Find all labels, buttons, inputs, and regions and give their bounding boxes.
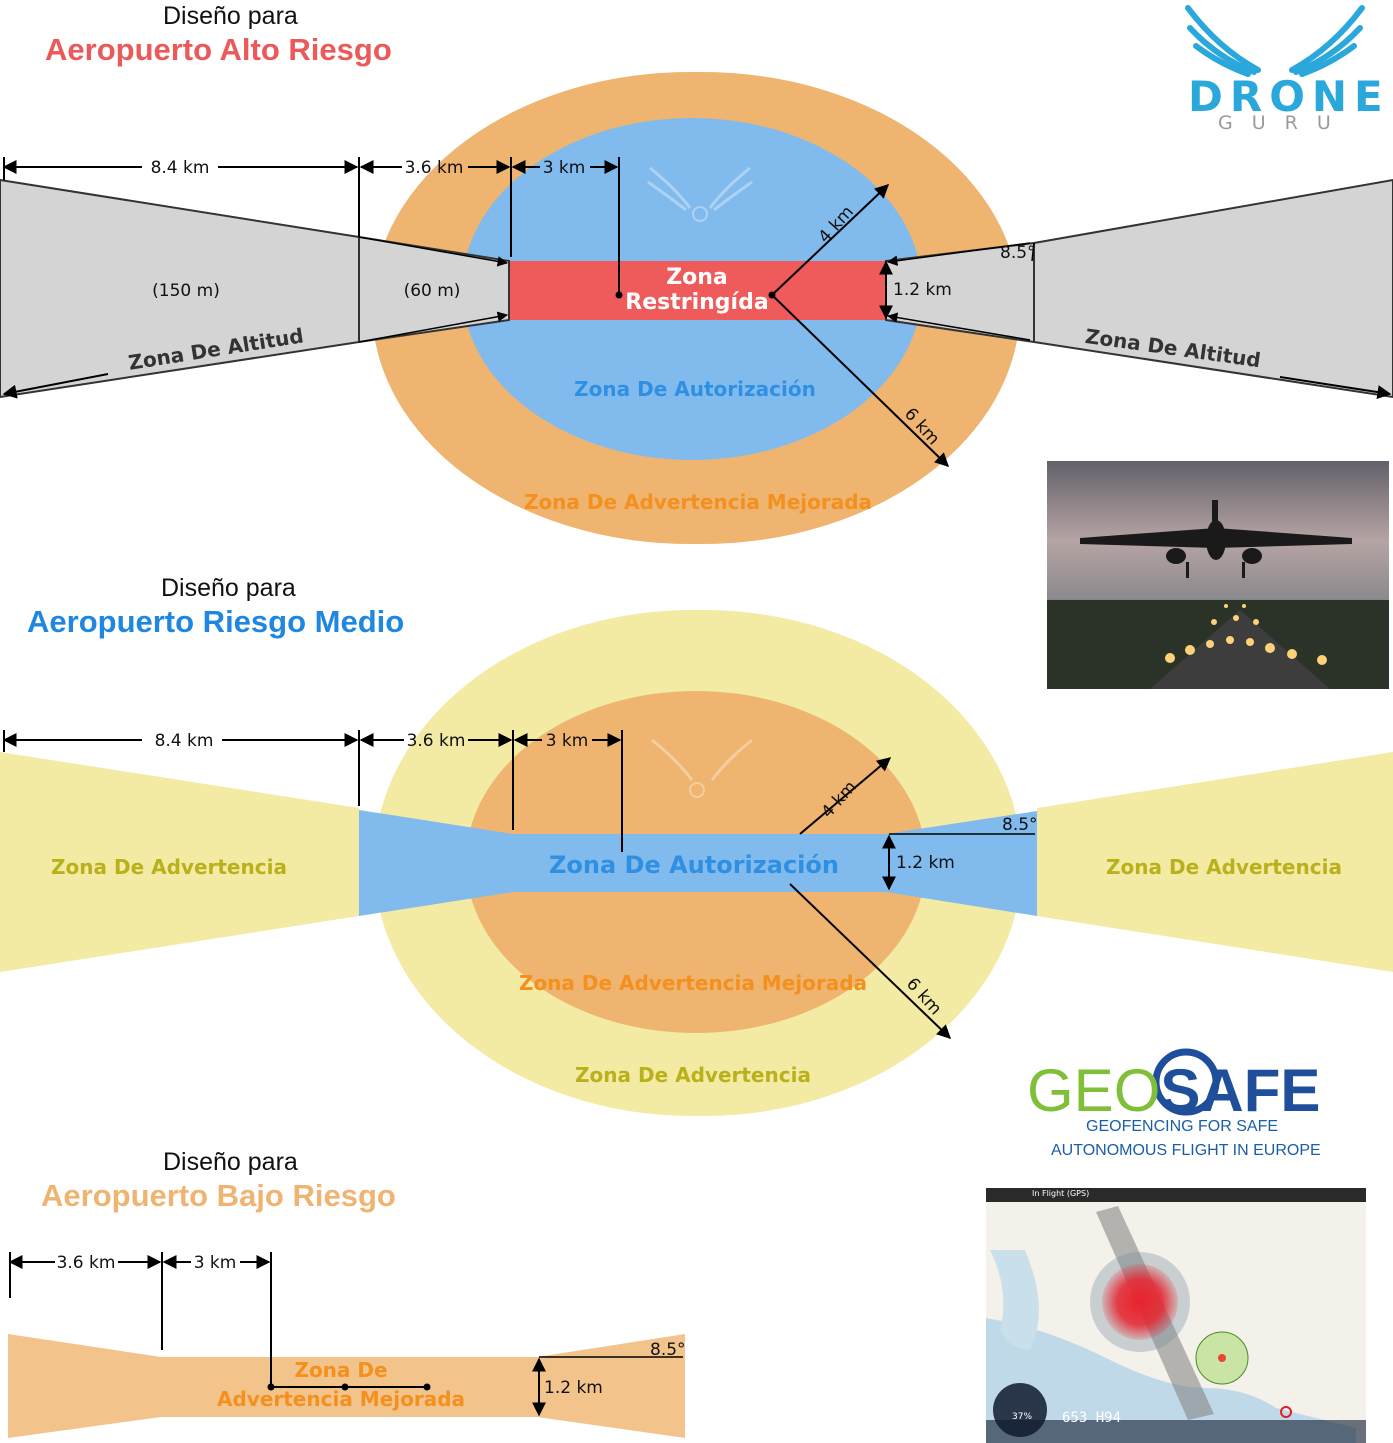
medium-title: Aeropuerto Riesgo Medio <box>27 604 405 639</box>
aircraft-marker-icon <box>1218 1354 1226 1362</box>
geosafe-logo: GEOSAFE <box>1027 1060 1320 1122</box>
medium-dim-8-4: 8.4 km <box>155 731 214 751</box>
map-altitude: 653 H94 <box>1062 1410 1122 1426</box>
low-enhanced-label-2: Advertencia Mejorada <box>217 1387 465 1411</box>
medium-authorization-label: Zona De Autorización <box>549 851 839 879</box>
high-title: Aeropuerto Alto Riesgo <box>45 32 392 67</box>
medium-angle: 8.5° <box>1002 815 1038 835</box>
low-enhanced-label-1: Zona De <box>294 1358 387 1382</box>
geosafe-safe: SAFE <box>1160 1057 1321 1124</box>
high-enhanced-warning-label: Zona De Advertencia Mejorada <box>524 490 872 514</box>
high-height-60: (60 m) <box>404 281 461 301</box>
geosafe-subtitle-2: AUTONOMOUS FLIGHT IN EUROPE <box>1051 1142 1321 1159</box>
medium-risk-diagram: 8.4 km 3.6 km 3 km 4 km 6 km 1.2 km 8.5°… <box>0 610 1393 1116</box>
medium-authorization-zone <box>359 810 1037 916</box>
geosafe-s-icon <box>1152 1048 1220 1116</box>
high-dim-3: 3 km <box>543 158 586 178</box>
low-dim-3-6: 3.6 km <box>57 1253 116 1273</box>
medium-warning-label-left: Zona De Advertencia <box>51 855 287 879</box>
medium-dim-3-6: 3.6 km <box>407 731 466 751</box>
medium-dim-3: 3 km <box>546 731 589 751</box>
high-dim-1-2: 1.2 km <box>893 280 952 300</box>
high-risk-diagram: 8.4 km 3.6 km 3 km 4 km 6 km 1.2 km 8.5°… <box>0 72 1393 544</box>
dji-map-screenshot <box>986 1188 1366 1443</box>
low-dim-3: 3 km <box>194 1253 237 1273</box>
medium-warning-label-bottom: Zona De Advertencia <box>575 1063 811 1087</box>
medium-enhanced-warning-label: Zona De Advertencia Mejorada <box>519 971 867 995</box>
drone-logo-text: DRONE <box>1188 72 1390 121</box>
low-angle: 8.5° <box>650 1340 686 1360</box>
geosafe-subtitle-1: GEOFENCING FOR SAFE <box>1086 1118 1279 1135</box>
low-title-prefix: Diseño para <box>163 1148 298 1176</box>
medium-warning-zone-left <box>0 752 359 972</box>
drone-guru-wings-icon <box>1185 5 1365 77</box>
medium-warning-zone-right <box>1037 752 1393 972</box>
map-flight-status: In Flight (GPS) <box>1032 1189 1090 1198</box>
runway-lights <box>1165 604 1327 665</box>
location-pin-icon <box>1280 1406 1292 1418</box>
high-authorization-label: Zona De Autorización <box>574 377 816 401</box>
high-restricted-label-2: Restringída <box>625 290 768 315</box>
high-dim-8-4: 8.4 km <box>151 158 210 178</box>
low-title: Aeropuerto Bajo Riesgo <box>41 1178 396 1213</box>
map-battery: 37% <box>1012 1412 1033 1422</box>
high-height-150: (150 m) <box>152 281 220 301</box>
medium-title-prefix: Diseño para <box>161 574 296 602</box>
geosafe-geo: GEO <box>1027 1057 1161 1124</box>
airplane-icon <box>1080 500 1352 578</box>
guru-logo-text: GURU <box>1218 112 1350 134</box>
medium-dim-1-2: 1.2 km <box>896 853 955 873</box>
high-restricted-zone <box>509 261 886 320</box>
airplane-landing-photo <box>1047 461 1389 689</box>
high-restricted-label-1: Zona <box>666 265 728 290</box>
high-angle: 8.5° <box>1000 243 1036 263</box>
medium-warning-label-right: Zona De Advertencia <box>1106 855 1342 879</box>
high-dim-3-6: 3.6 km <box>405 158 464 178</box>
low-risk-diagram: 3.6 km 3 km 1.2 km 8.5° Zona De Adverten… <box>8 1252 686 1438</box>
low-dim-1-2: 1.2 km <box>544 1378 603 1398</box>
high-title-prefix: Diseño para <box>163 2 298 30</box>
